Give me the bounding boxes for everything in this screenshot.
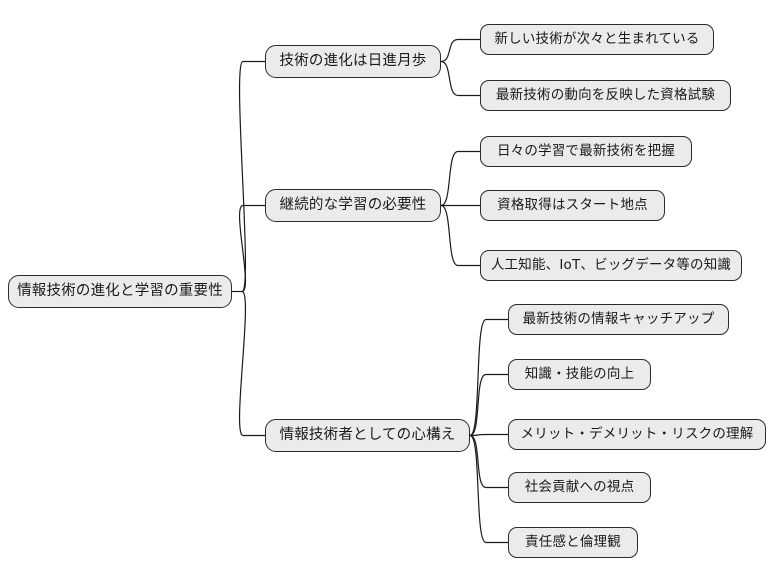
leaf-node-2-2[interactable]: メリット・デメリット・リスクの理解: [508, 419, 766, 450]
leaf-node-2-3-label: 社会貢献への視点: [524, 478, 635, 495]
branch-node-1[interactable]: 継続的な学習の必要性: [265, 189, 441, 222]
edge-branch-2-to-leaf-3: [469, 434, 508, 489]
leaf-node-1-0-label: 日々の学習で最新技術を把握: [496, 142, 676, 159]
root-node[interactable]: 情報技術の進化と学習の重要性: [8, 275, 232, 308]
leaf-node-2-1[interactable]: 知識・技能の向上: [508, 359, 651, 390]
leaf-node-2-2-label: メリット・デメリット・リスクの理解: [520, 425, 754, 442]
leaf-node-0-1[interactable]: 最新技術の動向を反映した資格試験: [480, 80, 731, 111]
edge-root-to-branch-1: [239, 204, 265, 293]
leaf-node-1-0[interactable]: 日々の学習で最新技術を把握: [480, 136, 692, 167]
leaf-node-1-1[interactable]: 資格取得はスタート地点: [480, 190, 665, 221]
leaf-node-2-3[interactable]: 社会貢献への視点: [508, 472, 651, 503]
edge-branch-2-to-leaf-4: [469, 434, 508, 544]
edge-branch-2-to-leaf-1: [469, 373, 508, 437]
leaf-node-0-0-label: 新しい技術が次々と生まれている: [494, 30, 700, 47]
leaf-node-0-1-label: 最新技術の動向を反映した資格試験: [495, 86, 716, 103]
leaf-node-2-1-label: 知識・技能の向上: [524, 365, 635, 382]
root-node-label: 情報技術の進化と学習の重要性: [17, 283, 223, 300]
leaf-node-2-4-label: 責任感と倫理観: [525, 533, 621, 550]
leaf-node-2-0-label: 最新技術の情報キャッチアップ: [522, 310, 715, 327]
branch-node-2[interactable]: 情報技術者としての心構え: [265, 419, 470, 452]
edge-branch-0-to-leaf-0: [440, 38, 480, 63]
leaf-node-1-2-label: 人工知能、IoT、ビッグデータ等の知識: [490, 256, 732, 273]
edge-branch-1-to-leaf-2: [440, 204, 480, 267]
leaf-node-1-2[interactable]: 人工知能、IoT、ビッグデータ等の知識: [480, 250, 742, 281]
branch-node-1-label: 継続的な学習の必要性: [279, 197, 427, 214]
edge-root-to-branch-0: [239, 60, 265, 293]
edge-branch-2-to-leaf-0: [469, 318, 508, 437]
branch-node-2-label: 情報技術者としての心構え: [279, 427, 456, 444]
leaf-node-0-0[interactable]: 新しい技術が次々と生まれている: [480, 24, 714, 55]
branch-node-0[interactable]: 技術の進化は日進月歩: [265, 45, 441, 78]
leaf-node-2-4[interactable]: 責任感と倫理観: [508, 527, 638, 558]
edge-branch-1-to-leaf-0: [440, 150, 480, 207]
edge-branch-2-to-leaf-2: [469, 433, 508, 437]
leaf-node-2-0[interactable]: 最新技術の情報キャッチアップ: [508, 304, 729, 335]
branch-node-0-label: 技術の進化は日進月歩: [279, 53, 427, 70]
leaf-node-1-1-label: 資格取得はスタート地点: [497, 196, 648, 213]
edge-root-to-branch-2: [238, 290, 265, 437]
edge-branch-0-to-leaf-1: [440, 60, 480, 97]
